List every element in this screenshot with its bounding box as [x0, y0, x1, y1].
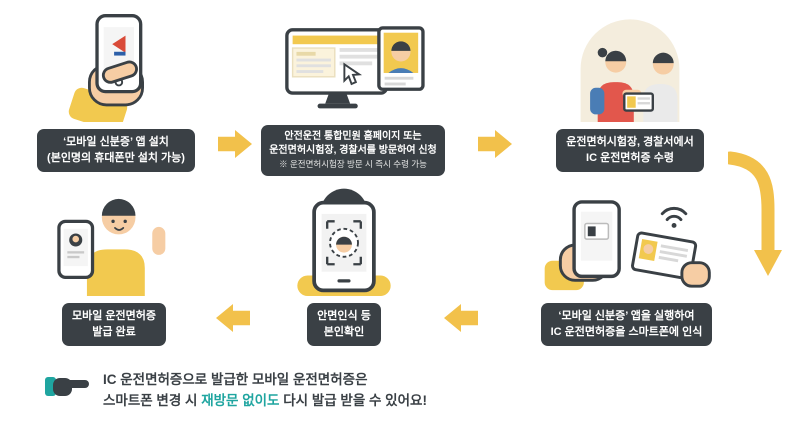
step-1-app-install: ‘모바일 신분증’ 앱 설치 (본인명의 휴대폰만 설치 가능)	[18, 4, 214, 172]
step-1-line1: ‘모바일 신분증’ 앱 설치	[63, 136, 169, 149]
step-2-label: 안전운전 통합민원 홈페이지 또는 운전면허시험장, 경찰서를 방문하여 신청 …	[261, 125, 445, 176]
pointing-hand-icon	[45, 377, 89, 396]
step-3-line1: 운전면허시험장, 경찰서에서	[566, 136, 694, 149]
step-1-label: ‘모바일 신분증’ 앱 설치 (본인명의 휴대폰만 설치 가능)	[37, 129, 195, 172]
step-6-line1: 모바일 운전면허증	[71, 310, 156, 323]
step-1-line2: (본인명의 휴대폰만 설치 가능)	[47, 151, 185, 164]
step-5-face-recognition: 안면인식 등 본인확인	[270, 188, 418, 346]
step-2-line1: 안전운전 통합민원 홈페이지 또는	[284, 131, 422, 143]
flow-arrow-1-right-icon	[218, 130, 252, 158]
step-6-label: 모바일 운전면허증 발급 완료	[61, 303, 166, 346]
step-4-label: ‘모바일 신분증’ 앱을 실행하여 IC 운전면허증을 스마트폰에 인식	[540, 303, 713, 346]
step-2-line2: 운전면허시험장, 경찰서를 방문하여 신청	[269, 145, 437, 157]
flow-arrow-4-left-icon	[444, 304, 478, 332]
face-recognition-illustration	[297, 188, 391, 297]
step-2-note: ※ 운전면허시험장 방문 시 즉시 수령 가능	[279, 159, 427, 170]
flow-arrow-2-right-icon	[478, 130, 512, 158]
step-3-label: 운전면허시험장, 경찰서에서 IC 운전면허증 수령	[556, 129, 704, 172]
step-6-issuance-complete: 모바일 운전면허증 발급 완료	[28, 188, 200, 346]
license-receive-illustration	[580, 19, 680, 123]
footer-line2: 스마트폰 변경 시 재방문 없이도 다시 발급 받을 수 있어요!	[103, 391, 427, 412]
footer-line2-highlight: 재방문 없이도	[201, 392, 280, 408]
footer-line1: IC 운전면허증으로 발급한 모바일 운전면허증은	[103, 372, 368, 387]
website-apply-illustration	[285, 26, 425, 109]
step-5-label: 안면인식 등 본인확인	[307, 303, 381, 346]
step-4-line2: IC 운전면허증을 스마트폰에 인식	[550, 325, 703, 338]
footer-note: IC 운전면허증으로 발급한 모바일 운전면허증은 스마트폰 변경 시 재방문 …	[45, 370, 427, 412]
step-3-line2: IC 운전면허증 수령	[586, 151, 674, 164]
step-3-receive-license: 운전면허시험장, 경찰서에서 IC 운전면허증 수령	[516, 4, 744, 172]
step-5-line1: 안면인식 등	[317, 310, 371, 323]
license-complete-illustration	[57, 199, 166, 297]
phone-install-illustration	[68, 14, 144, 123]
footer-line2-before: 스마트폰 변경 시	[103, 392, 202, 408]
curved-flow-arrow-icon	[728, 151, 782, 276]
step-6-line2: 발급 완료	[92, 325, 136, 338]
footer-line2-after: 다시 발급 받을 수 있어요!	[279, 392, 427, 408]
footer-text: IC 운전면허증으로 발급한 모바일 운전면허증은 스마트폰 변경 시 재방문 …	[103, 370, 427, 412]
step-5-line2: 본인확인	[323, 325, 365, 338]
flow-arrow-5-left-icon	[216, 304, 250, 332]
step-4-nfc-scan: ‘모바일 신분증’ 앱을 실행하여 IC 운전면허증을 스마트폰에 인식	[505, 188, 748, 346]
step-2-apply: 안전운전 통합민원 홈페이지 또는 운전면허시험장, 경찰서를 방문하여 신청 …	[248, 4, 458, 176]
nfc-scan-illustration	[544, 200, 711, 291]
step-4-line1: ‘모바일 신분증’ 앱을 실행하여	[558, 310, 695, 323]
